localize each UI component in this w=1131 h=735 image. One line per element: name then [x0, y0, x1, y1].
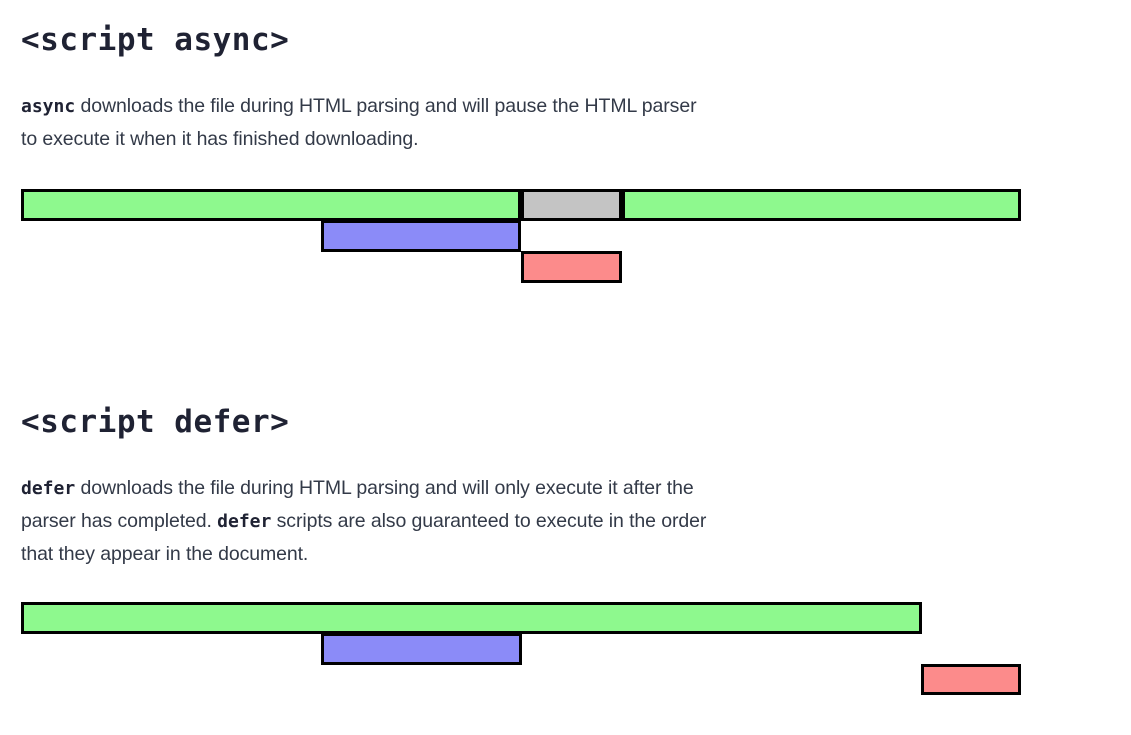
async-parser-blocked-segment	[521, 189, 622, 221]
paragraph-defer-text-1: downloads the file during HTML parsing a…	[21, 477, 694, 532]
async-html-parsing-segment-1	[21, 189, 521, 221]
paragraph-defer-description: defer downloads the file during HTML par…	[21, 472, 721, 570]
async-script-fetch-bar	[321, 220, 521, 252]
async-script-execution-bar	[521, 251, 622, 283]
keyword-async: async	[21, 96, 76, 117]
async-html-parsing-segment-2	[622, 189, 1021, 221]
defer-script-execution-bar	[921, 664, 1021, 695]
keyword-defer-2: defer	[217, 511, 272, 532]
keyword-defer-1: defer	[21, 478, 76, 499]
paragraph-async-description: async downloads the file during HTML par…	[21, 90, 701, 155]
defer-html-parsing-bar	[21, 602, 922, 634]
heading-script-defer: <script defer>	[21, 404, 290, 440]
defer-script-fetch-bar	[321, 633, 522, 665]
paragraph-async-text: downloads the file during HTML parsing a…	[21, 95, 697, 150]
paragraph-defer-text-2: scripts are also guaranteed to execute i…	[21, 510, 707, 565]
heading-script-async: <script async>	[21, 22, 290, 58]
